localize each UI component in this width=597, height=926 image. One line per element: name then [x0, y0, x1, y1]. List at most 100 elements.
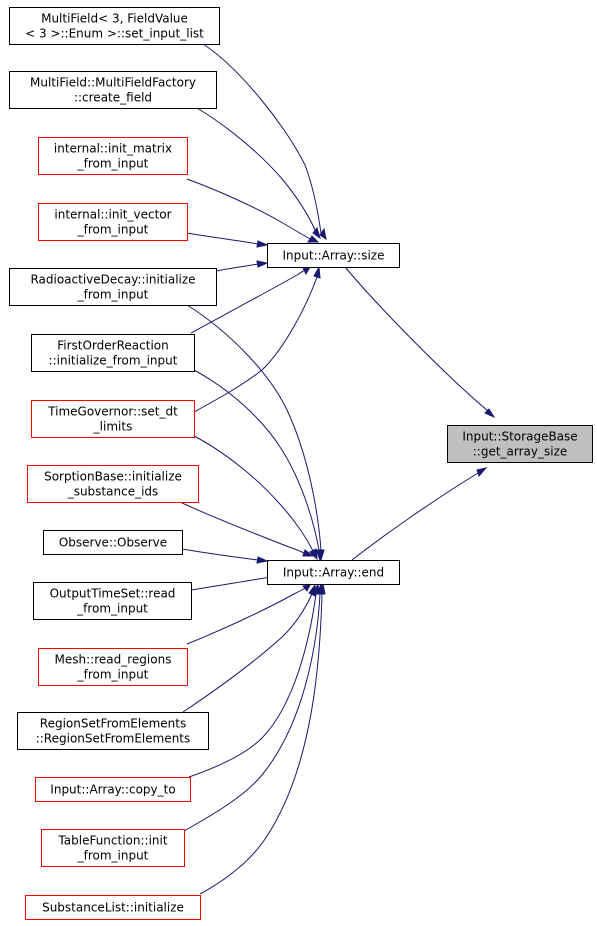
node-init_vector_from_input[interactable]: internal::init_vector_from_input — [38, 203, 188, 241]
edge-arrowhead — [312, 226, 321, 240]
edge-multifield_set_input_list-to-input_array_size — [202, 43, 327, 241]
node-radioactive_decay_initialize[interactable]: RadioactiveDecay::initialize_from_input — [9, 268, 217, 306]
node-input_array_copy_to[interactable]: Input::Array::copy_to — [35, 777, 191, 802]
edge-arrowhead — [302, 266, 311, 276]
edge-arrowhead — [315, 549, 323, 562]
node-label-line: internal::init_vector — [54, 208, 171, 222]
node-box[interactable] — [27, 465, 199, 503]
node-box[interactable] — [17, 712, 209, 750]
edge-input_array_size-to-storage_base_get_array_size — [344, 266, 496, 419]
node-box[interactable] — [9, 268, 217, 306]
edge-line — [186, 304, 322, 551]
edge-line — [351, 472, 479, 561]
edge-line — [182, 593, 313, 713]
edge-multifield_factory_create_field-to-input_array_size — [196, 107, 321, 240]
node-label-line: internal::init_matrix — [54, 142, 172, 156]
node-label-line: ::get_array_size — [473, 445, 568, 459]
edge-radioactive_decay_initialize-to-input_array_size — [215, 260, 269, 272]
edge-arrowhead — [302, 584, 311, 592]
edge-line — [344, 266, 489, 412]
node-box[interactable] — [25, 895, 201, 920]
edge-time_governor_set_dt_limits-to-input_array_size — [193, 265, 321, 413]
node-input_array_end[interactable]: Input::Array::end — [267, 560, 400, 585]
edge-arrowhead — [318, 582, 326, 595]
node-label-line: _from_input — [77, 849, 149, 863]
edge-line — [193, 369, 320, 551]
node-label-line: TableFunction::init — [57, 834, 167, 848]
node-box[interactable] — [9, 7, 220, 45]
node-box[interactable] — [447, 425, 593, 463]
edge-arrowhead — [484, 408, 496, 419]
node-label-line: RadioactiveDecay::initialize — [30, 273, 195, 287]
node-first_order_reaction_initialize[interactable]: FirstOrderReaction::initialize_from_inpu… — [31, 334, 195, 372]
edge-init_vector_from_input-to-input_array_size — [186, 232, 269, 248]
edge-arrowhead — [256, 556, 269, 564]
node-input_array_size[interactable]: Input::Array::size — [267, 243, 400, 268]
node-box[interactable] — [38, 203, 188, 241]
node-label-line: _substance_ids — [67, 485, 159, 499]
edge-line — [179, 501, 305, 554]
node-label-line: MultiField< 3, FieldValue — [41, 12, 188, 26]
edge-line — [215, 263, 259, 272]
edge-line — [193, 435, 314, 552]
nodes-layer: MultiField< 3, FieldValue< 3 >::Enum >::… — [9, 7, 593, 920]
node-box[interactable] — [267, 243, 400, 268]
node-label-line: Mesh::read_regions — [55, 653, 172, 667]
node-label-line: _from_input — [77, 288, 149, 302]
edge-line — [183, 593, 321, 832]
edge-line — [196, 107, 316, 231]
node-label-line: Observe::Observe — [59, 536, 167, 550]
node-box[interactable] — [33, 582, 192, 620]
edge-radioactive_decay_initialize-to-input_array_end — [186, 304, 325, 562]
node-label-line: Input::StorageBase — [462, 430, 577, 444]
node-box[interactable] — [41, 829, 185, 867]
edge-line — [202, 43, 322, 234]
node-observe_observe[interactable]: Observe::Observe — [43, 530, 183, 555]
node-label-line: _from_input — [77, 223, 149, 237]
edges-layer — [179, 43, 496, 895]
node-box[interactable] — [267, 560, 400, 585]
node-label-line: ::initialize_from_input — [49, 354, 178, 368]
edge-first_order_reaction_initialize-to-input_array_end — [193, 369, 323, 562]
edge-line — [199, 593, 323, 895]
node-sorption_base_initialize[interactable]: SorptionBase::initialize_substance_ids — [27, 465, 199, 503]
edge-arrowhead — [256, 240, 269, 248]
edge-input_array_end-to-storage_base_get_array_size — [351, 467, 488, 561]
node-box[interactable] — [35, 777, 191, 802]
edge-arrowhead — [309, 548, 318, 561]
node-storage_base_get_array_size[interactable]: Input::StorageBase::get_array_size — [447, 425, 593, 463]
node-label-line: Input::Array::end — [283, 566, 384, 580]
node-multifield_factory_create_field[interactable]: MultiField::MultiFieldFactory::create_fi… — [9, 71, 217, 109]
node-multifield_set_input_list[interactable]: MultiField< 3, FieldValue< 3 >::Enum >::… — [9, 7, 220, 45]
node-label-line: TimeGovernor::set_dt — [47, 405, 178, 419]
edge-sorption_base_initialize-to-input_array_end — [179, 501, 315, 557]
node-time_governor_set_dt_limits[interactable]: TimeGovernor::set_dt_limits — [31, 400, 195, 438]
node-init_matrix_from_input[interactable]: internal::init_matrix_from_input — [38, 137, 188, 175]
node-label-line: ::create_field — [74, 91, 152, 105]
node-label-line: RegionSetFromElements — [40, 717, 186, 731]
edge-arrowhead — [319, 227, 327, 241]
node-label-line: SorptionBase::initialize — [44, 470, 182, 484]
node-table_function_init[interactable]: TableFunction::init_from_input — [41, 829, 185, 867]
node-box[interactable] — [9, 71, 217, 109]
node-box[interactable] — [38, 648, 188, 686]
edge-line — [186, 587, 306, 645]
edge-line — [193, 276, 318, 413]
edge-mesh_read_regions-to-input_array_end — [186, 584, 311, 645]
edge-init_matrix_from_input-to-input_array_size — [186, 178, 320, 243]
node-box[interactable] — [31, 400, 195, 438]
node-label-line: _from_input — [77, 157, 149, 171]
node-box[interactable] — [31, 334, 195, 372]
node-box[interactable] — [38, 137, 188, 175]
node-label-line: _from_input — [76, 602, 148, 616]
node-substance_list_initialize[interactable]: SubstanceList::initialize — [25, 895, 201, 920]
node-mesh_read_regions[interactable]: Mesh::read_regions_from_input — [38, 648, 188, 686]
node-region_set_from_elements[interactable]: RegionSetFromElements::RegionSetFromElem… — [17, 712, 209, 750]
node-output_time_set_read[interactable]: OutputTimeSet::read_from_input — [33, 582, 192, 620]
edge-arrowhead — [313, 265, 321, 279]
node-box[interactable] — [43, 530, 183, 555]
edge-line — [181, 548, 259, 561]
node-label-line: SubstanceList::initialize — [42, 901, 184, 915]
edge-table_function_init-to-input_array_end — [183, 582, 324, 832]
